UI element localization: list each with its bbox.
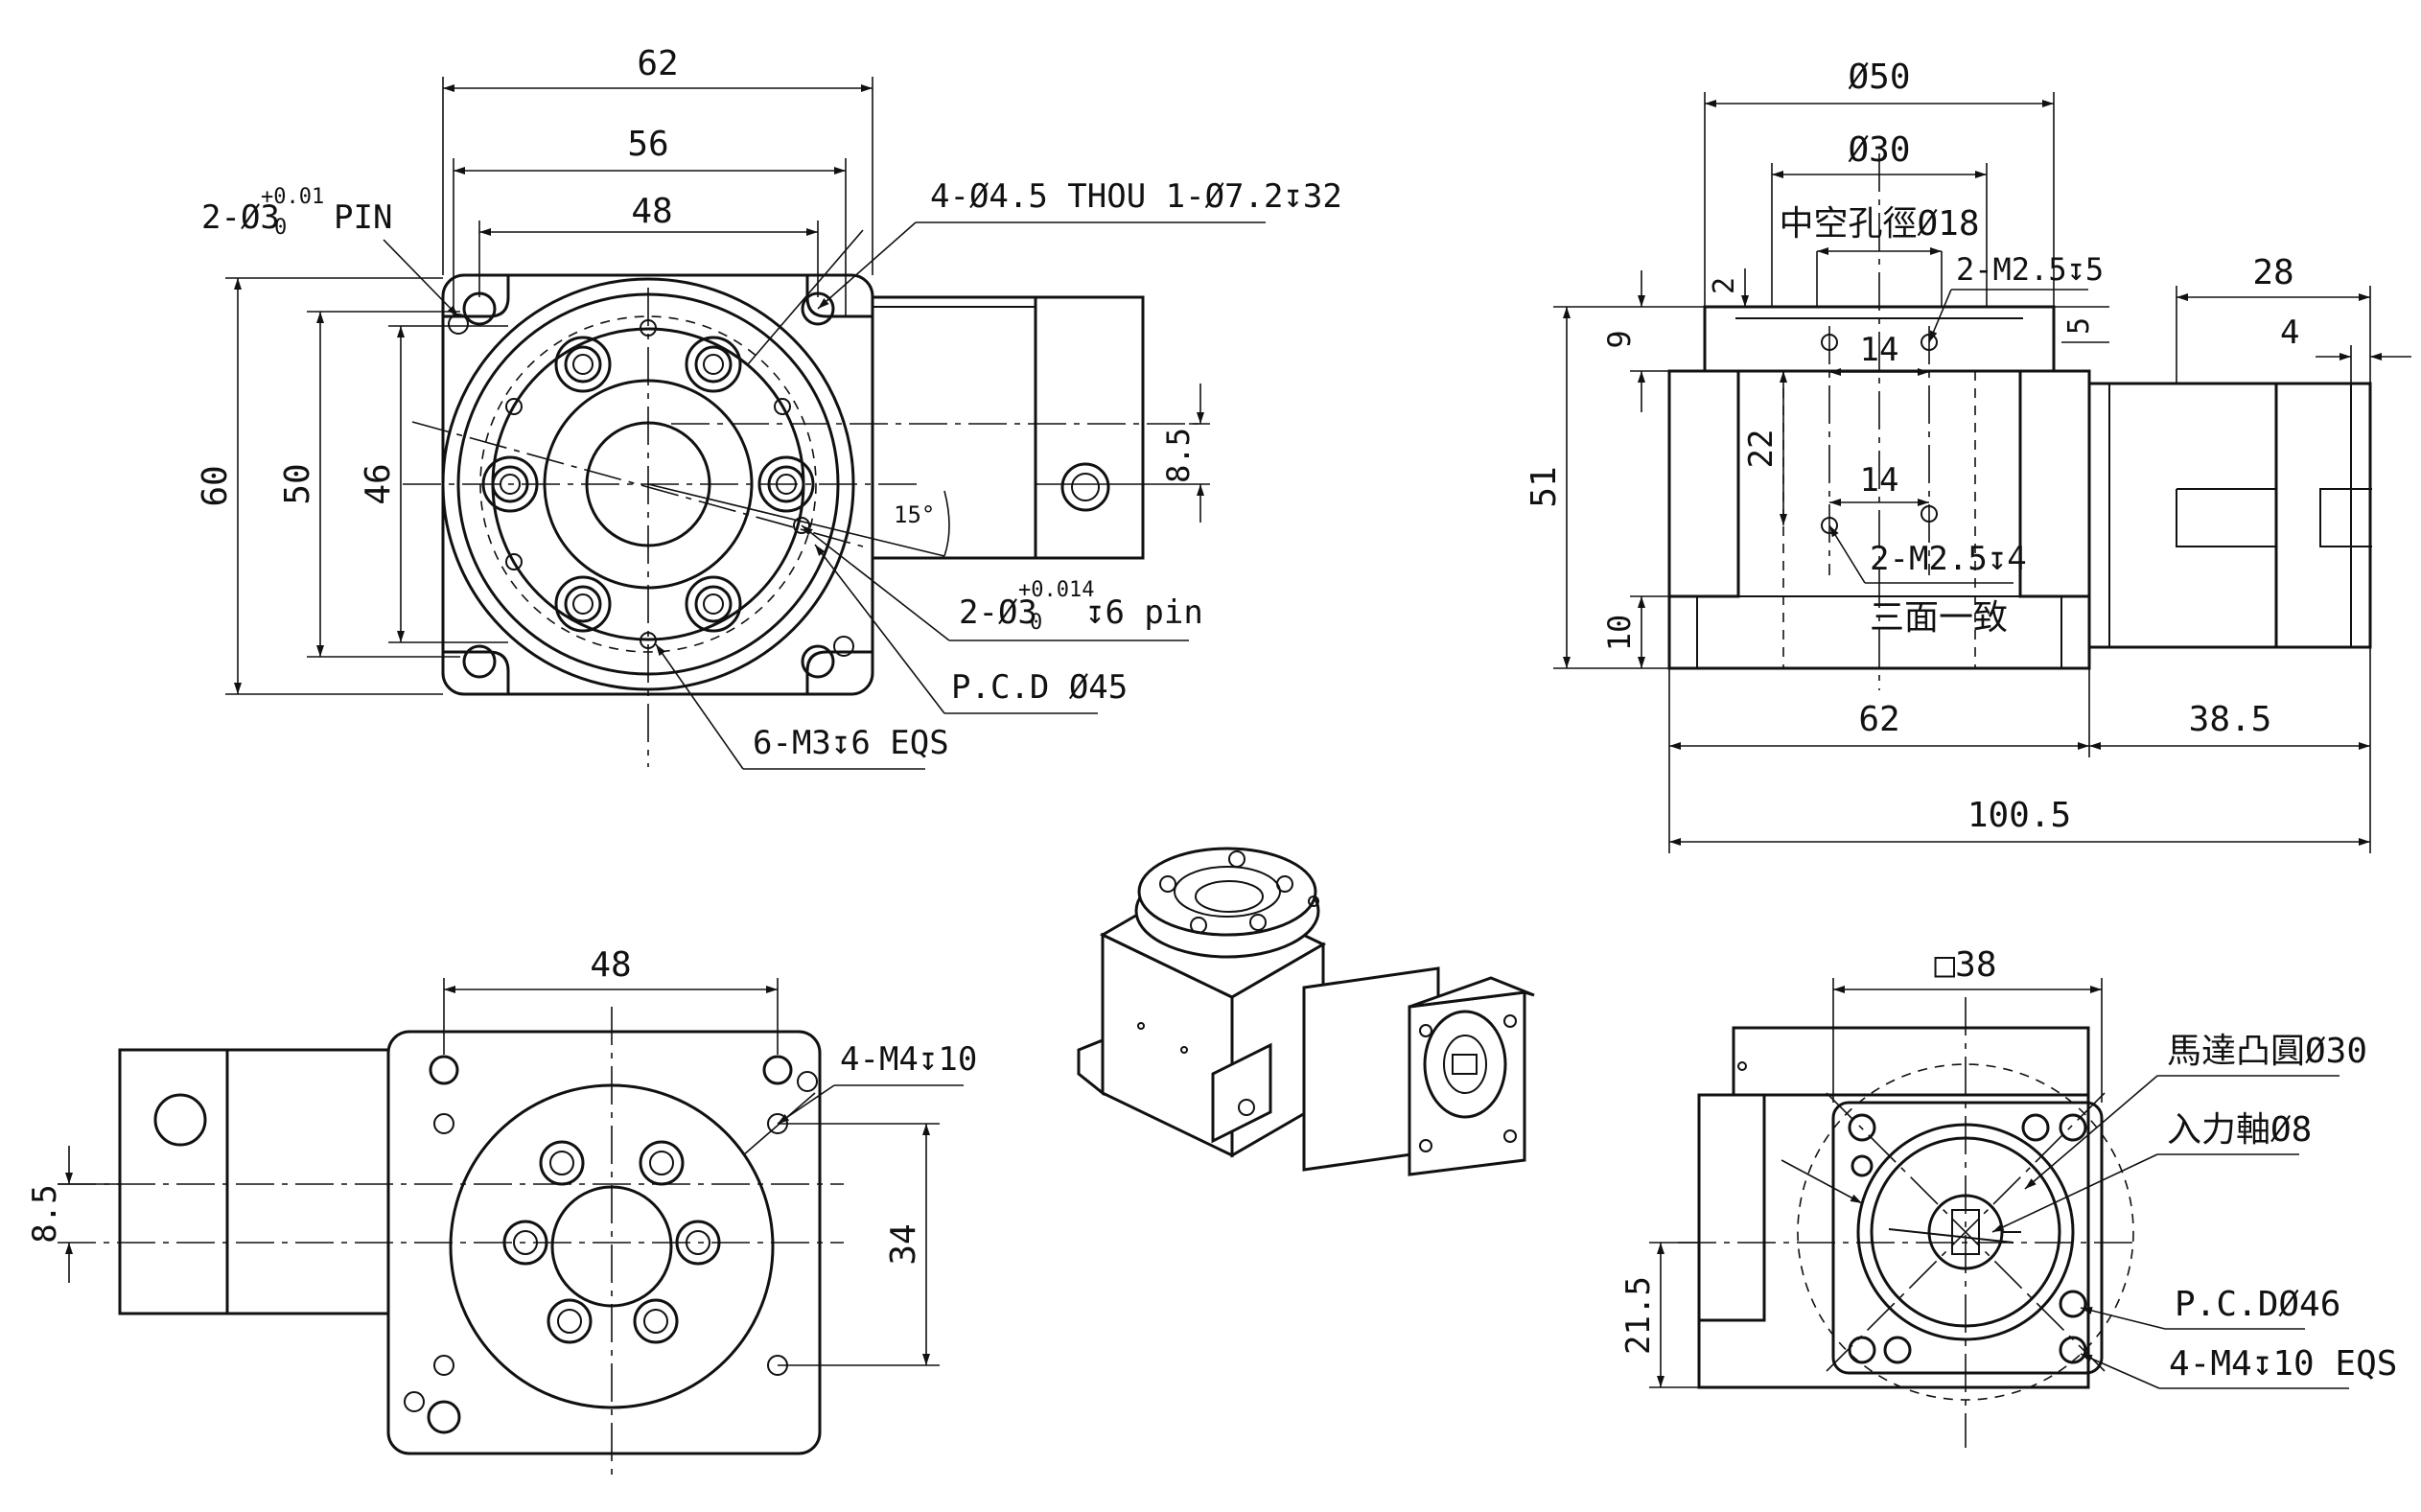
side-view: Ø50 Ø30 中空孔徑Ø18 2 2-M2.5↧5 28 4 9 [1525, 58, 2411, 853]
side-dim-62: 62 [1858, 700, 1899, 739]
front-dim-50: 50 [278, 463, 317, 504]
front-pin-note: 2-Ø3 [201, 198, 280, 237]
motor-input-shaft: 入力軸Ø8 [2167, 1110, 2312, 1150]
bottom-dim-34: 34 [884, 1223, 923, 1265]
front-tap-note: 6-M3↧6 EQS [753, 724, 949, 762]
side-dim-10: 10 [1601, 615, 1638, 652]
front-view: 62 56 48 60 50 46 8.5 15° 2- [196, 44, 1342, 770]
isometric-view [1077, 847, 1535, 1176]
motor-boss-note: 馬達凸圓Ø30 [2167, 1032, 2367, 1071]
side-same-three: 三面一致 [1870, 598, 2008, 638]
side-dim-14-mid: 14 [1860, 461, 1899, 500]
side-tap-mid: 2-M2.5↧4 [1870, 540, 2027, 578]
front-pin2-main: 2-Ø3 [959, 593, 1037, 632]
side-dim-4: 4 [2280, 314, 2299, 352]
side-dim-28: 28 [2252, 253, 2293, 292]
bottom-motor [118, 1048, 229, 1315]
side-dim-22: 22 [1742, 430, 1781, 469]
front-dim-46: 46 [359, 463, 398, 504]
front-pin2-suffix: ↧6 pin [1085, 593, 1203, 632]
side-dim-30: Ø30 [1848, 130, 1910, 170]
side-dim-5: 5 [2062, 317, 2096, 335]
bottom-view: 48 4-M4↧10 8.5 34 [26, 945, 977, 1481]
side-dim-2: 2 [1708, 277, 1741, 294]
front-pcd-note: P.C.D Ø45 [951, 668, 1128, 707]
side-dim-100-5: 100.5 [1967, 796, 2071, 835]
side-motor [2274, 382, 2372, 649]
side-dim-14-top: 14 [1860, 331, 1899, 369]
front-motor-hole [1060, 462, 1110, 512]
motor-view: □38 馬達凸圓Ø30 入力軸Ø8 P.C.DØ46 4-M4↧10 EQS 2… [1619, 945, 2397, 1448]
front-thru-note: 4-Ø4.5 THOU 1-Ø7.2↧32 [930, 177, 1342, 216]
motor-square-flange [1831, 1101, 2104, 1375]
front-pin-tol-upper: +0.01 [261, 185, 324, 209]
front-angle-15: 15° [894, 501, 935, 528]
side-dim-50: Ø50 [1848, 58, 1910, 97]
front-pin2-tol-upper: +0.014 [1018, 578, 1094, 602]
bottom-dim-48: 48 [590, 945, 631, 985]
bottom-tap-note: 4-M4↧10 [840, 1040, 977, 1079]
motor-dim-21-5: 21.5 [1619, 1276, 1658, 1355]
motor-corner-holes [1848, 1113, 2087, 1364]
side-dim-38-5: 38.5 [2189, 700, 2272, 739]
motor-pcd-note: P.C.DØ46 [2175, 1285, 2340, 1324]
bottom-dim-8-5: 8.5 [26, 1184, 64, 1243]
front-pin-note-main: 2-Ø3 [201, 198, 280, 237]
front-dim-8-5: 8.5 [1160, 428, 1197, 483]
motor-square-38: □38 [1934, 945, 1996, 985]
motor-tap-note: 4-M4↧10 EQS [2169, 1344, 2397, 1384]
side-tap-top: 2-M2.5↧5 [1956, 251, 2104, 288]
side-hollow-note: 中空孔徑Ø18 [1779, 204, 1979, 244]
side-dim-51: 51 [1525, 466, 1564, 507]
front-dim-48: 48 [631, 192, 672, 231]
front-dim-56: 56 [627, 125, 668, 164]
front-dim-60: 60 [196, 465, 235, 506]
side-motor-adapter [2087, 382, 2278, 649]
side-dim-9: 9 [1601, 330, 1638, 348]
front-pin-suffix: PIN [334, 198, 392, 237]
front-pin-tol-lower: 0 [274, 216, 287, 240]
front-dim-62: 62 [637, 44, 678, 83]
front-pin2-tol-lower: 0 [1030, 611, 1042, 635]
front-motor [1034, 295, 1145, 560]
